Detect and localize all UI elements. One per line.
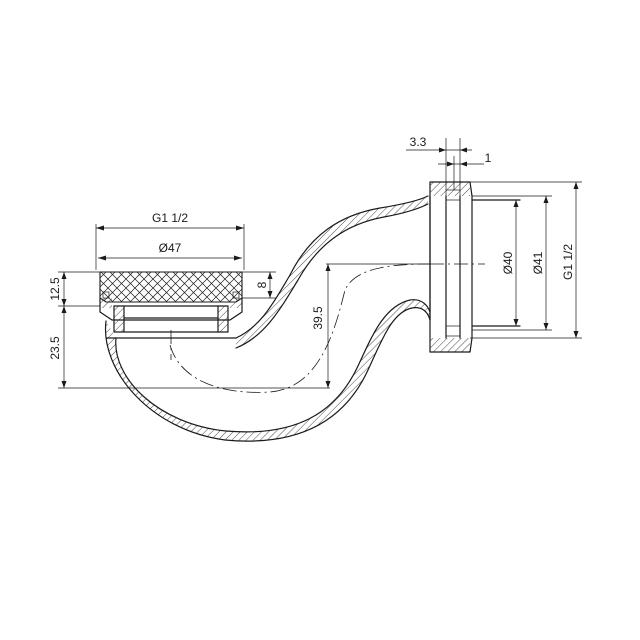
ring-width-label: 1 xyxy=(485,151,492,165)
dim-top-thread: G1 1/2 xyxy=(95,211,245,270)
top-diameter-label: Ø47 xyxy=(159,241,182,255)
top-thread-label: G1 1/2 xyxy=(152,211,188,225)
lower-offset-label: 23.5 xyxy=(48,336,62,360)
centerlines xyxy=(169,263,485,393)
dim-outlet-inner: Ø40 xyxy=(501,200,519,326)
cap-height-label: 8 xyxy=(255,281,269,288)
dim-outlet-outer: Ø41 xyxy=(472,195,552,331)
dim-top-diameter: Ø47 xyxy=(98,241,242,261)
pipe-body xyxy=(104,195,431,442)
nut-width-label: 3.3 xyxy=(410,135,427,149)
top-offset-label: 12.5 xyxy=(48,277,62,301)
outlet-outer-label: Ø41 xyxy=(531,251,545,274)
outlet-thread-label: G1 1/2 xyxy=(561,244,575,280)
top-cap xyxy=(99,271,243,339)
dim-outlet-thread: G1 1/2 xyxy=(470,181,582,339)
dim-drop-height: 39.5 xyxy=(311,263,430,388)
dim-nut-width: 3.3 xyxy=(406,135,472,190)
drop-height-label: 39.5 xyxy=(311,306,325,330)
dim-top-offset: 12.5 xyxy=(48,271,100,307)
outlet-inner-label: Ø40 xyxy=(501,251,515,274)
dim-lower-offset: 23.5 xyxy=(48,306,330,389)
dim-cap-height: 8 xyxy=(242,271,276,299)
dim-ring-width: 1 xyxy=(438,151,492,190)
